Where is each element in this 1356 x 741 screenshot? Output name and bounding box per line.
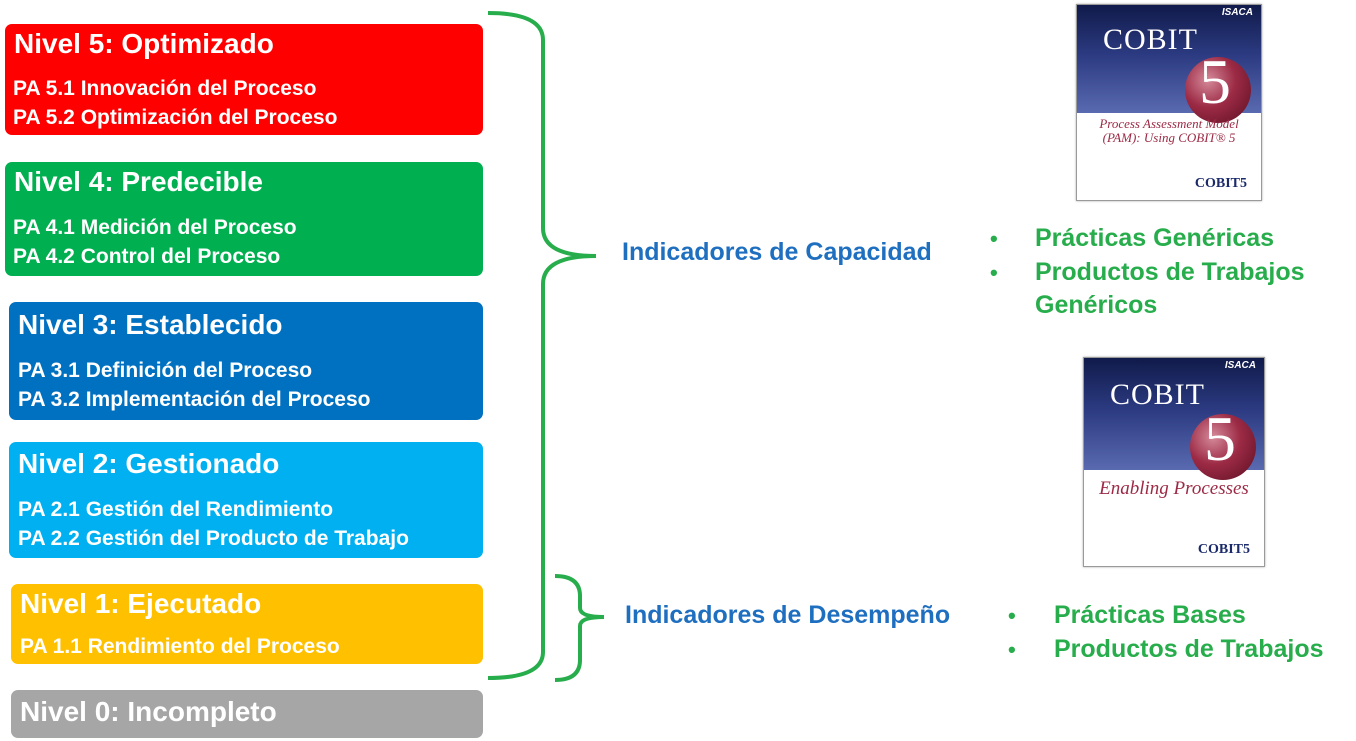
capacity-indicators-label: Indicadores de Capacidad xyxy=(622,238,932,266)
isaca-logo: ISACA xyxy=(1221,7,1253,18)
level-3-box: Nivel 3: Establecido PA 3.1 Definición d… xyxy=(9,302,483,420)
pa-5-1: PA 5.1 Innovación del Proceso xyxy=(13,77,317,100)
performance-bullet-list: • Prácticas Bases • Productos de Trabajo… xyxy=(1008,601,1356,671)
bullet-icon: • xyxy=(1008,603,1016,628)
pa-3-2: PA 3.2 Implementación del Proceso xyxy=(18,388,371,411)
level-2-box: Nivel 2: Gestionado PA 2.1 Gestión del R… xyxy=(9,442,483,558)
level-0-title: Nivel 0: Incompleto xyxy=(20,696,277,727)
bullet-icon: • xyxy=(990,260,998,285)
pa-3-1: PA 3.1 Definición del Proceso xyxy=(18,359,313,382)
level-1-box: Nivel 1: Ejecutado PA 1.1 Rendimiento de… xyxy=(11,584,483,664)
cobit5-pam-book-cover: ISACA COBIT 5 Process Assessment Model (… xyxy=(1076,4,1262,201)
performance-item-2: Productos de Trabajos xyxy=(1054,635,1324,663)
cobit5-logo: COBIT5 xyxy=(1194,176,1247,191)
pa-2-1: PA 2.1 Gestión del Rendimiento xyxy=(18,498,334,521)
performance-indicators-label: Indicadores de Desempeño xyxy=(625,601,951,629)
level-4-title: Nivel 4: Predecible xyxy=(14,166,264,197)
capacity-item-1: Prácticas Genéricas xyxy=(1035,224,1275,252)
capacity-bracket xyxy=(487,11,597,680)
cobit-number: 5 xyxy=(1199,46,1231,117)
capacity-bullet-list: • Prácticas Genéricas • Productos de Tra… xyxy=(990,224,1356,324)
cobit5-enabling-processes-book-cover: ISACA COBIT 5 Enabling Processes COBIT5 xyxy=(1083,357,1265,567)
performance-bracket xyxy=(554,574,605,682)
capacity-item-2-cont: Genéricos xyxy=(1035,291,1158,319)
isaca-logo: ISACA xyxy=(1224,360,1256,371)
level-4-box: Nivel 4: Predecible PA 4.1 Medición del … xyxy=(5,162,483,276)
level-2-title: Nivel 2: Gestionado xyxy=(18,448,280,479)
pa-5-2: PA 5.2 Optimización del Proceso xyxy=(13,106,338,129)
book-subtitle: Process Assessment Model (PAM): Using CO… xyxy=(1099,116,1239,145)
cobit-wordmark: COBIT xyxy=(1110,378,1205,411)
book-subtitle: Enabling Processes xyxy=(1099,478,1249,499)
level-1-title: Nivel 1: Ejecutado xyxy=(20,588,262,619)
level-5-title: Nivel 5: Optimizado xyxy=(14,28,274,59)
level-5-box: Nivel 5: Optimizado PA 5.1 Innovación de… xyxy=(5,24,483,135)
cobit-wordmark: COBIT xyxy=(1103,23,1198,56)
cobit-sphere-icon xyxy=(1190,414,1256,480)
pa-4-1: PA 4.1 Medición del Proceso xyxy=(13,216,297,239)
cobit-sphere-icon xyxy=(1185,57,1251,123)
cobit5-logo: COBIT5 xyxy=(1197,542,1250,557)
bullet-icon: • xyxy=(1008,637,1016,662)
cobit-number: 5 xyxy=(1204,403,1236,474)
pa-1-1: PA 1.1 Rendimiento del Proceso xyxy=(20,635,340,658)
level-3-title: Nivel 3: Establecido xyxy=(18,309,283,340)
capacity-item-2: Productos de Trabajos xyxy=(1035,258,1305,286)
performance-item-1: Prácticas Bases xyxy=(1054,601,1246,629)
pa-4-2: PA 4.2 Control del Proceso xyxy=(13,245,281,268)
level-0-box: Nivel 0: Incompleto xyxy=(11,690,483,738)
pa-2-2: PA 2.2 Gestión del Producto de Trabajo xyxy=(18,527,409,550)
bullet-icon: • xyxy=(990,226,998,251)
